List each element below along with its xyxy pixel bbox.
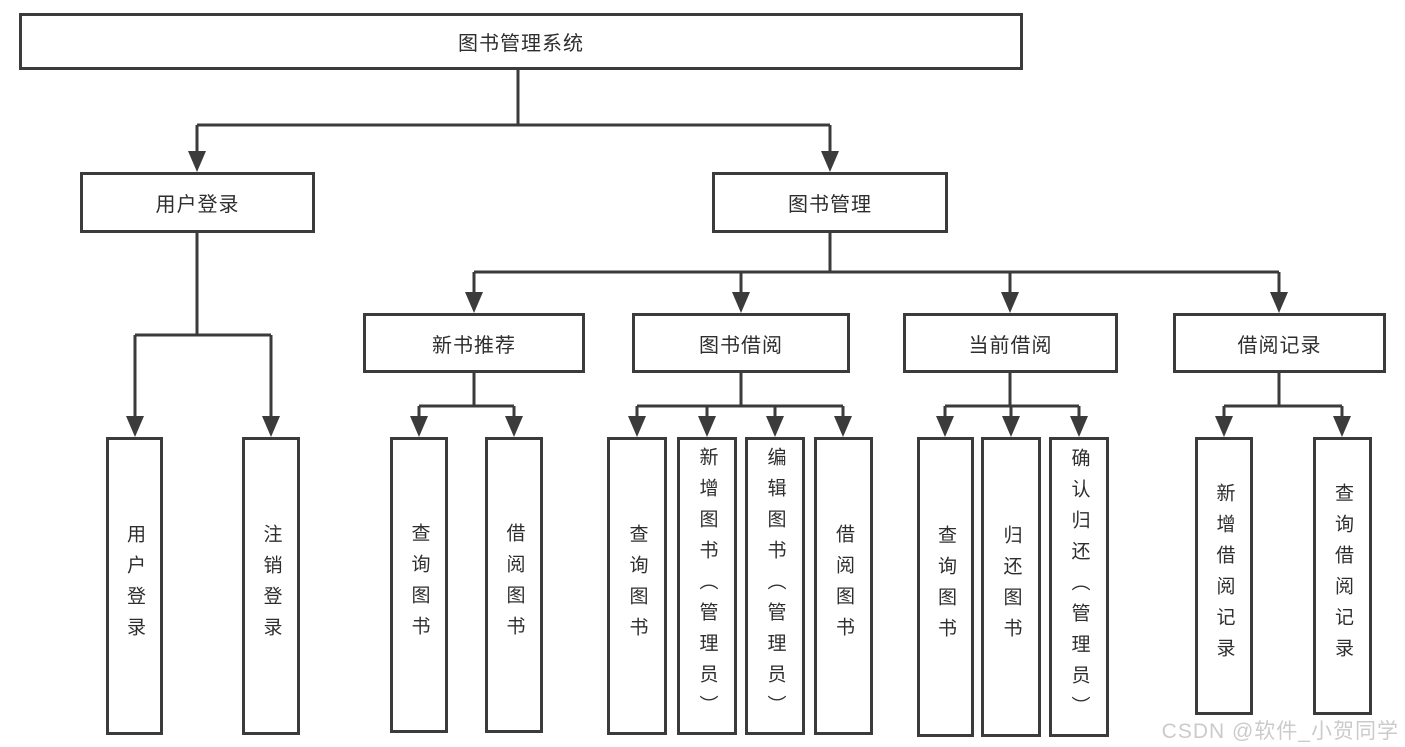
leaf-query-books-recommend: 查询图书 [390, 437, 448, 733]
watermark: CSDN @软件_小贺同学 [1161, 720, 1399, 743]
leaf-user-login: 用户登录 [106, 437, 163, 735]
leaf-borrow-books-borrowing: 借阅图书 [814, 437, 873, 735]
node-current-borrowing: 当前借阅 [903, 313, 1118, 373]
node-label: 归还图书 [1000, 525, 1022, 649]
node-label: 图书管理 [788, 194, 872, 216]
node-label: 图书管理系统 [458, 33, 584, 55]
leaf-query-borrow-record: 查询借阅记录 [1313, 437, 1372, 715]
node-borrowing-records: 借阅记录 [1173, 313, 1386, 373]
node-label: 图书借阅 [699, 334, 783, 357]
node-label: 查询图书 [408, 523, 430, 647]
arrow-head [126, 416, 144, 437]
arrow-head [262, 416, 280, 437]
leaf-query-books-current: 查询图书 [917, 437, 974, 737]
arrow-head [1001, 292, 1019, 313]
node-label: 新增图书（管理员） [696, 446, 718, 726]
node-label: 新书推荐 [432, 334, 516, 357]
arrow-head [505, 416, 523, 437]
node-label: 查询图书 [935, 525, 956, 649]
arrow-head [766, 416, 784, 437]
arrow-head [834, 416, 852, 437]
leaf-logout: 注销登录 [242, 437, 300, 735]
node-book-borrowing: 图书借阅 [632, 313, 850, 373]
arrow-head [1002, 416, 1020, 437]
node-book-management-branch: 图书管理 [712, 172, 948, 233]
node-label: 注销登录 [260, 524, 282, 648]
leaf-borrow-books-recommend: 借阅图书 [485, 437, 543, 733]
node-label: 借阅图书 [833, 524, 854, 648]
node-label: 查询借阅记录 [1332, 483, 1353, 669]
leaf-confirm-return-admin: 确认归还（管理员） [1049, 437, 1109, 737]
node-user-login-branch: 用户登录 [80, 172, 315, 233]
leaf-query-books-borrowing: 查询图书 [607, 437, 667, 735]
node-label: 用户登录 [155, 194, 240, 216]
node-label: 编辑图书（管理员） [764, 446, 786, 726]
node-label: 借阅图书 [503, 523, 525, 647]
arrow-head [1333, 416, 1351, 437]
arrow-head [936, 416, 954, 437]
node-new-book-recommend: 新书推荐 [363, 313, 585, 373]
node-label: 借阅记录 [1237, 334, 1322, 357]
arrow-head [821, 151, 839, 172]
leaf-return-books: 归还图书 [981, 437, 1041, 737]
node-label: 新增借阅记录 [1213, 483, 1235, 669]
arrow-head [188, 151, 206, 172]
node-label: 查询图书 [626, 524, 648, 648]
arrow-head [410, 416, 428, 437]
arrow-head [465, 292, 483, 313]
connector-path [133, 70, 1344, 421]
node-root: 图书管理系统 [19, 13, 1023, 70]
leaf-add-borrow-record: 新增借阅记录 [1195, 437, 1253, 715]
leaf-edit-book-admin: 编辑图书（管理员） [745, 437, 805, 735]
arrow-head [732, 292, 750, 313]
arrow-head [1215, 416, 1233, 437]
node-label: 用户登录 [124, 524, 145, 648]
arrow-head [698, 416, 716, 437]
arrow-head [628, 416, 646, 437]
arrow-head [1270, 292, 1288, 313]
leaf-add-book-admin: 新增图书（管理员） [677, 437, 737, 735]
node-label: 确认归还（管理员） [1068, 447, 1090, 727]
arrow-head [1070, 416, 1088, 437]
node-label: 当前借阅 [968, 334, 1053, 357]
